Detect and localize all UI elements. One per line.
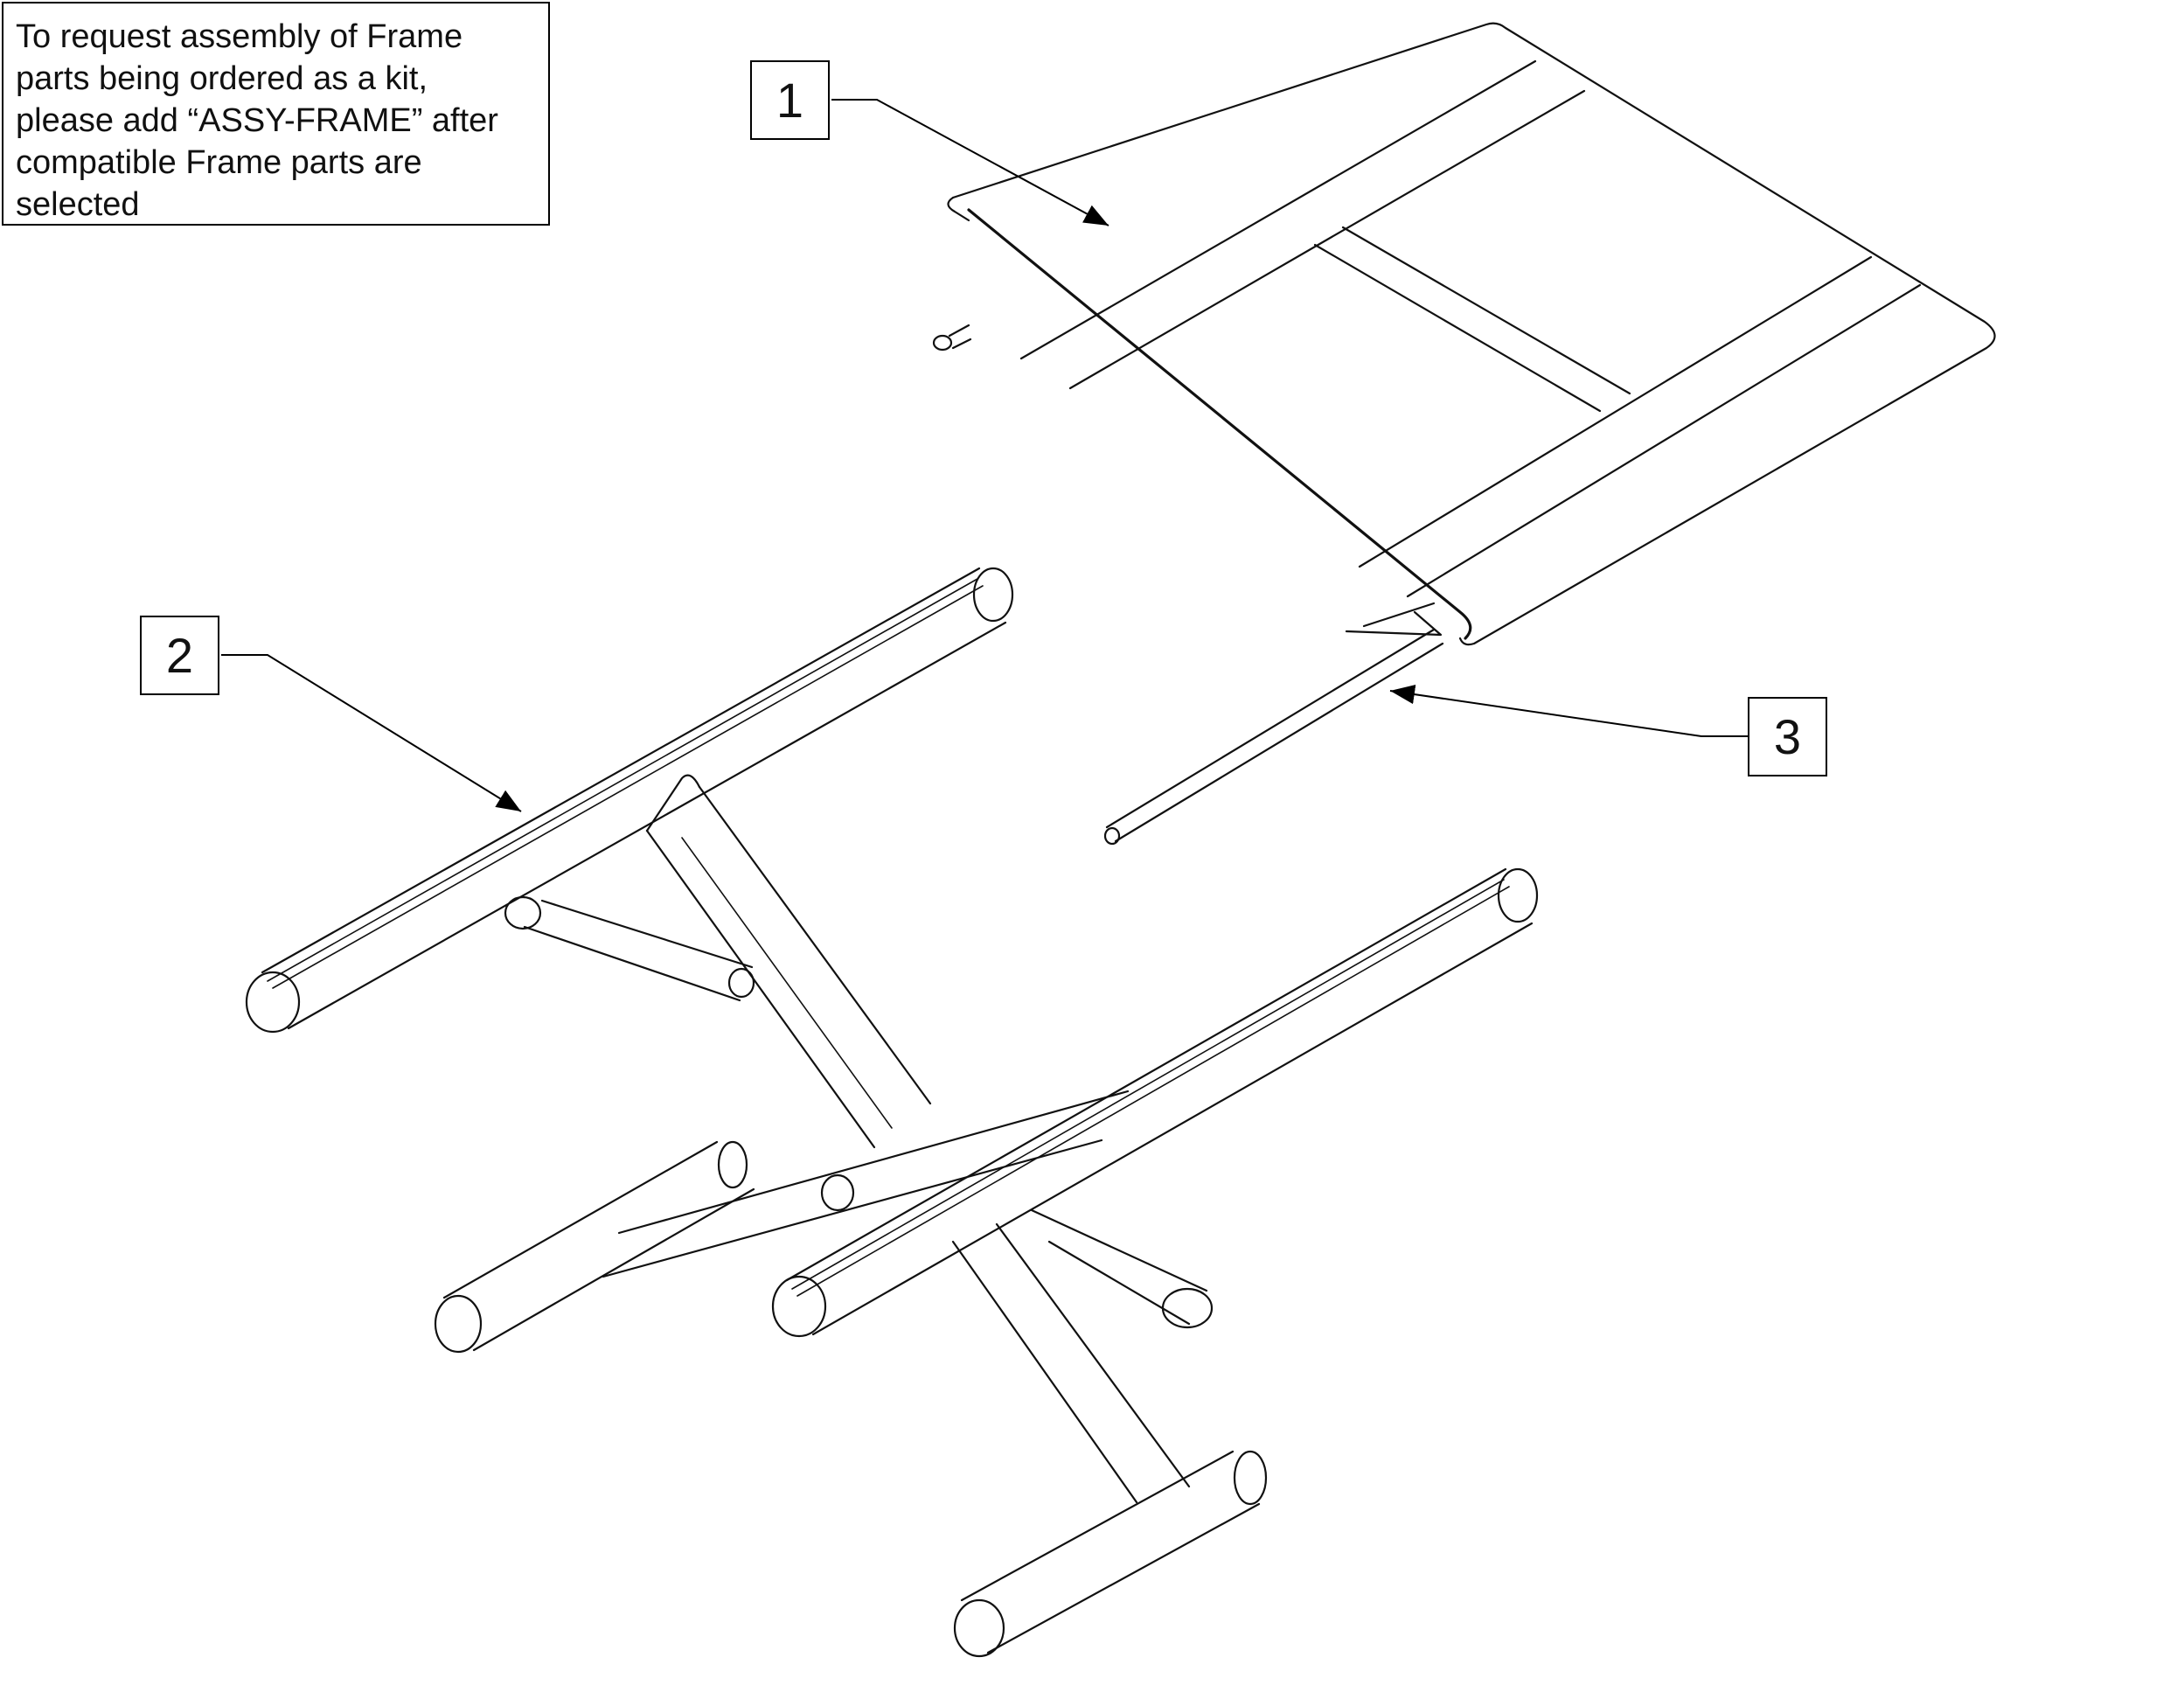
callout-3-label: 3 (1773, 709, 1802, 764)
callout-2: 2 (140, 616, 219, 695)
callout-3: 3 (1748, 697, 1827, 776)
seat-rod-part (1103, 628, 1444, 846)
note-line-3: please add “ASSY-FRAME” after (16, 102, 498, 139)
seat-sling-part (932, 22, 1996, 646)
note-line-2: parts being ordered as a kit, (16, 60, 428, 97)
callout-1-label: 1 (776, 73, 804, 128)
assembly-note: To request assembly of Frame parts being… (2, 2, 550, 226)
callout-2-label: 2 (165, 628, 194, 683)
note-line-5: selected (16, 186, 140, 223)
leader-2 (221, 654, 522, 812)
note-line-1: To request assembly of Frame (16, 18, 463, 55)
callout-1: 1 (750, 60, 830, 140)
leader-1 (831, 99, 1109, 226)
x-frame-part (245, 567, 1539, 1658)
leader-3 (1389, 684, 1748, 737)
note-line-4: compatible Frame parts are (16, 144, 422, 181)
leader-lines (221, 99, 1748, 812)
